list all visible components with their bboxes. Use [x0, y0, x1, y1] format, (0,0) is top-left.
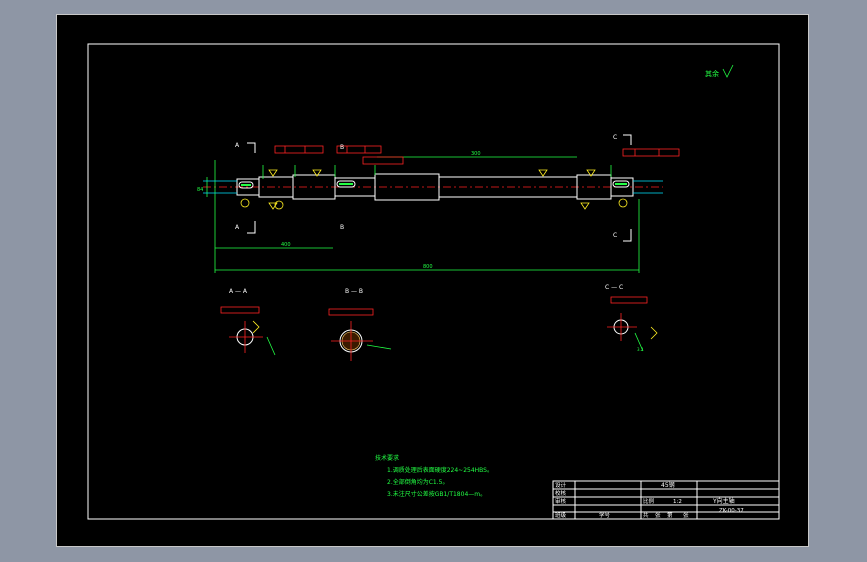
section-c-tol — [610, 296, 648, 304]
rough-5 — [268, 202, 278, 210]
dim-overall-text: 800 — [423, 264, 433, 270]
sec-mark-a1: A — [235, 142, 240, 149]
rough-3 — [538, 169, 548, 177]
tb-drawing-no: ZK-00-37 — [719, 508, 744, 514]
tech-req-3: 3.未注尺寸公差按GB1/T1804—m。 — [387, 490, 486, 498]
drawing-sheet: 其余 800 400 300 84 — [56, 14, 809, 547]
sec-mark-c1: C — [613, 134, 617, 141]
tol-frame-3 — [362, 156, 404, 165]
tolerance-frames — [274, 145, 680, 165]
tech-req-1: 1.调质处理后表面硬度224~254HBS。 — [387, 466, 493, 474]
dim-left-text: 84 — [197, 187, 203, 193]
tech-req-title: 技术要求 — [375, 454, 399, 462]
tol-frame-2 — [336, 145, 382, 154]
datum-circle-3 — [618, 198, 628, 208]
keyway-mid — [336, 180, 356, 188]
sec-mark-b1: B — [340, 144, 344, 151]
title-block-frame — [552, 480, 780, 520]
section-view-b-label: B — B — [345, 288, 363, 295]
roughness-note: 其余 — [705, 69, 719, 78]
section-view-c: C — C 3.2 — [605, 284, 658, 352]
tb-row-class: 班级 — [555, 511, 567, 519]
key-fill-2 — [339, 183, 353, 185]
rough-4 — [586, 169, 596, 177]
section-view-b: B — B — [328, 288, 392, 361]
roughness-symbol — [722, 64, 734, 78]
section-view-a: A — A — [220, 288, 276, 356]
tb-material: 45钢 — [661, 481, 675, 489]
roughness-marks — [240, 169, 628, 210]
key-fill-1 — [241, 184, 251, 186]
rough-2 — [312, 169, 322, 177]
sec-cut-a1 — [247, 142, 256, 153]
datum-circle-1 — [240, 198, 250, 208]
sec-cut-c1 — [623, 134, 632, 145]
tb-sheet-unit2: 张 — [683, 511, 689, 519]
section-a-rough — [252, 320, 260, 334]
dimensions: 800 400 300 84 — [197, 151, 663, 273]
section-view-a-label: A — A — [229, 288, 248, 295]
key-fill-3 — [615, 183, 627, 185]
section-b-leader — [366, 344, 392, 350]
section-a-leader — [266, 336, 276, 356]
shaft-seg-8 — [610, 177, 634, 197]
tech-requirements: 技术要求 1.调质处理后表面硬度224~254HBS。 2.全部倒角均为C1.5… — [375, 454, 493, 498]
inner-frame — [87, 43, 780, 520]
section-a-tol — [220, 306, 260, 314]
sec-cut-a2 — [247, 221, 256, 234]
section-c-leader — [634, 332, 644, 352]
section-view-c-label: C — C — [605, 284, 623, 291]
keyway-right — [612, 180, 630, 188]
tb-sheet-total-label: 共 — [643, 511, 649, 519]
sec-mark-c2: C — [613, 232, 617, 239]
tb-row-design: 设计 — [555, 481, 567, 489]
sec-cut-c2 — [623, 229, 632, 242]
dim-mid-text: 300 — [471, 151, 481, 157]
tb-sheet-no-label: 第 — [667, 511, 673, 519]
rough-1 — [268, 169, 278, 177]
tb-row-audit: 审核 — [555, 497, 567, 505]
tb-scale-value: 1:2 — [673, 499, 682, 505]
shaft-main-view — [203, 173, 663, 201]
keyway-left — [238, 181, 254, 189]
tb-row-check: 校核 — [555, 489, 567, 497]
section-c-rough-text: 3.2 — [637, 347, 644, 352]
title-block: 设计 校核 审核 班级 45钢 比例 1:2 Y向主轴 ZK-00-37 共 张… — [552, 480, 780, 520]
sec-mark-b2: B — [340, 224, 344, 231]
dim-sub-text: 400 — [281, 242, 291, 248]
tol-frame-4 — [622, 148, 680, 157]
datum-circle-2 — [274, 200, 284, 210]
rough-6 — [580, 202, 590, 210]
tb-scale-label: 比例 — [643, 497, 655, 505]
cad-drawing: 其余 800 400 300 84 — [87, 43, 780, 520]
tb-part-name: Y向主轴 — [712, 497, 735, 505]
tb-student-id: 学号 — [599, 511, 611, 519]
section-b-tol — [328, 308, 374, 316]
section-marks: A A B B C C — [235, 134, 632, 242]
section-c-rough — [650, 326, 658, 340]
tb-sheet-unit: 张 — [655, 511, 661, 519]
tol-frame-1 — [274, 145, 324, 154]
tech-req-2: 2.全部倒角均为C1.5。 — [387, 478, 448, 486]
sec-mark-a2: A — [235, 224, 240, 231]
